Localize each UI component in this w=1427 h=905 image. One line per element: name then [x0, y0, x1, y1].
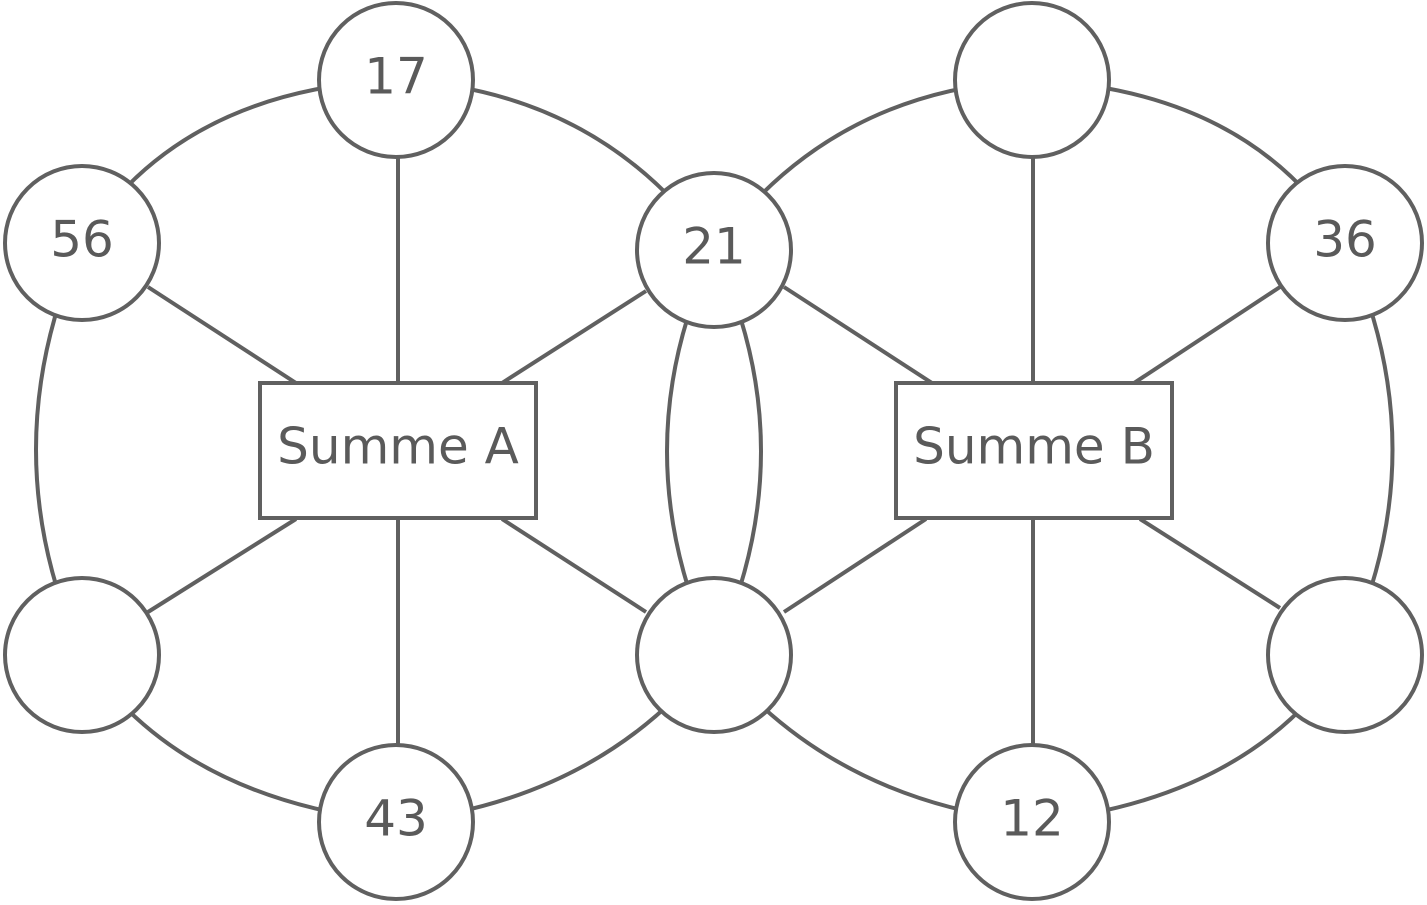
node-b-bottom-value: 12	[1000, 790, 1064, 848]
node-a-top[interactable]: 17	[317, 1, 475, 159]
sum-box-b: Summe B	[894, 381, 1174, 520]
node-shared-upper[interactable]: 21	[635, 171, 793, 329]
node-b-top[interactable]	[953, 1, 1111, 159]
ring-b-spokes	[782, 150, 1282, 750]
ring-a-spokes	[146, 150, 648, 750]
sum-label-b: Summe B	[913, 418, 1155, 476]
node-b-upper-right-value: 36	[1313, 211, 1377, 269]
node-a-lower-left[interactable]	[3, 576, 161, 734]
node-a-bottom[interactable]: 43	[317, 743, 475, 901]
node-b-lower-right[interactable]	[1266, 576, 1424, 734]
sum-label-a: Summe A	[277, 418, 519, 476]
node-a-upper-left[interactable]: 56	[3, 164, 161, 322]
node-a-top-value: 17	[364, 48, 428, 106]
node-b-upper-right[interactable]: 36	[1266, 164, 1424, 322]
node-shared-lower[interactable]	[635, 576, 793, 734]
node-shared-upper-value: 21	[682, 218, 746, 276]
node-a-bottom-value: 43	[364, 790, 428, 848]
node-a-upper-left-value: 56	[50, 211, 114, 269]
node-b-bottom[interactable]: 12	[953, 743, 1111, 901]
sum-box-a: Summe A	[258, 381, 538, 520]
